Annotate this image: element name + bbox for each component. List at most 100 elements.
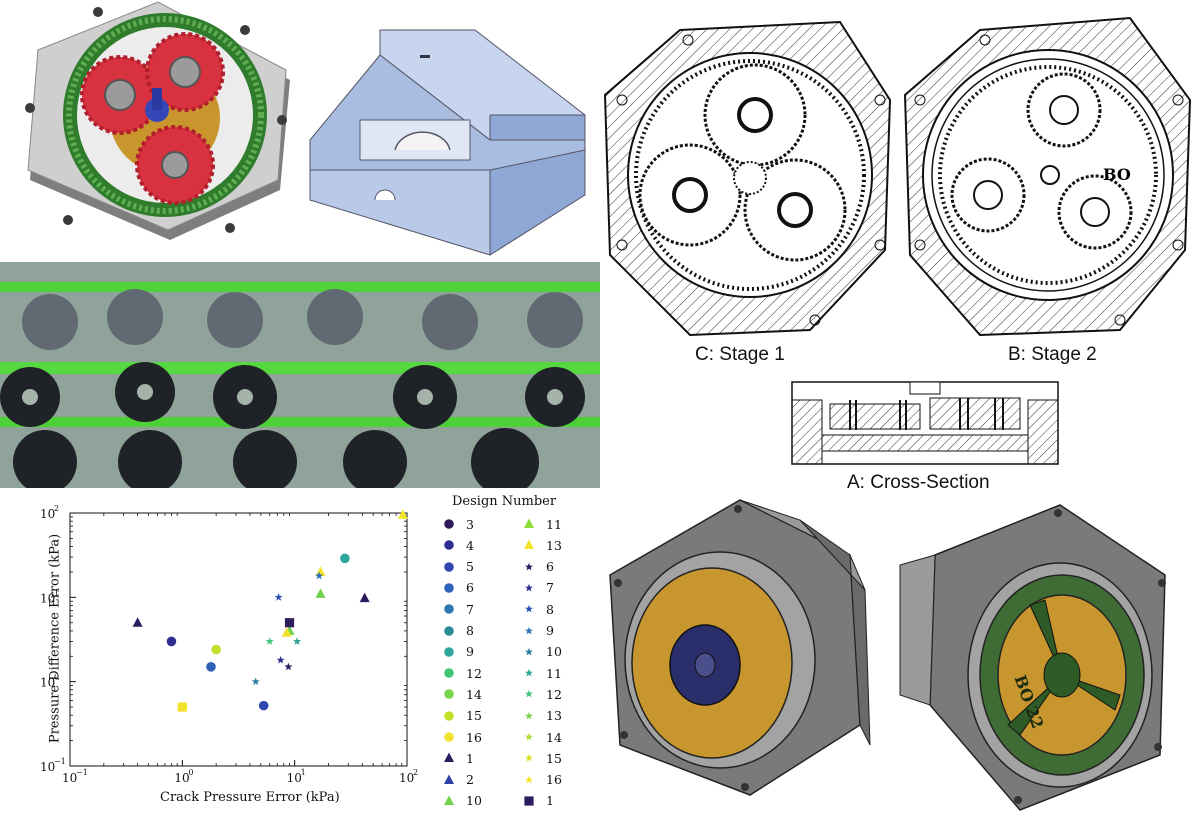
legend-marker — [444, 668, 454, 678]
legend-label: 15 — [466, 708, 482, 724]
gearbox-3d-render — [0, 0, 300, 262]
legend-marker — [525, 732, 533, 741]
data-point-triangle-1 — [359, 592, 370, 603]
x-tick-label: 10 — [62, 771, 77, 785]
legend-marker-shape — [444, 519, 454, 529]
legend-marker-shape — [525, 626, 533, 634]
legend-label: 2 — [466, 772, 474, 788]
legend-marker-shape — [525, 775, 533, 783]
data-point-square-1 — [284, 618, 295, 628]
legend-item-circle-3: 3 — [440, 514, 474, 534]
legend-marker — [524, 518, 534, 528]
legend-item-star-10: 10 — [520, 642, 562, 662]
legend-item-star-6: 6 — [520, 557, 554, 577]
legend-marker-shape — [444, 625, 454, 636]
legend-label: 9 — [466, 644, 474, 660]
legend-item-square-1: 1 — [520, 791, 554, 811]
legend-marker — [444, 752, 454, 763]
legend-item-circle-15: 15 — [440, 706, 482, 726]
legend-label: 12 — [466, 665, 482, 681]
data-point-circle-5 — [258, 700, 269, 711]
legend-marker-shape — [444, 561, 454, 572]
data-point-triangle-13 — [397, 509, 408, 519]
legend-marker — [444, 625, 454, 636]
legend-label: 7 — [466, 601, 474, 617]
legend-label: 13 — [546, 537, 562, 553]
legend-marker-shape — [524, 539, 534, 550]
legend-item-triangle-1: 1 — [440, 748, 474, 768]
legend-marker — [525, 583, 533, 592]
legend-label: 8 — [546, 601, 554, 617]
legend-item-star-9: 9 — [520, 621, 554, 641]
data-point-star-7 — [276, 655, 285, 664]
legend-marker — [525, 754, 533, 762]
legend-label: 11 — [546, 665, 562, 681]
legend-marker-shape — [444, 604, 454, 614]
legend-marker-shape — [444, 668, 454, 678]
y-tick-label: 10 — [40, 507, 55, 521]
legend-marker — [525, 562, 533, 570]
legend-item-star-13: 13 — [520, 706, 562, 726]
legend-label: 13 — [546, 708, 562, 724]
legend-label: 15 — [546, 750, 562, 766]
legend-marker-shape — [525, 583, 533, 592]
legend-item-star-14: 14 — [520, 727, 562, 747]
legend-label: 4 — [466, 537, 474, 553]
legend-marker — [444, 732, 454, 742]
legend-marker-shape — [525, 647, 533, 656]
legend-item-star-11: 11 — [520, 663, 562, 683]
legend-marker — [524, 796, 534, 806]
legend-marker — [524, 539, 534, 550]
legend-marker — [525, 626, 533, 634]
data-point-star-8 — [274, 593, 283, 601]
y-tick-label: 10 — [40, 591, 55, 605]
plot-frame — [69, 512, 408, 767]
legend-marker-shape — [444, 710, 454, 721]
data-point-star-12 — [265, 637, 274, 645]
legend-marker-shape — [444, 583, 454, 593]
legend-marker — [444, 646, 454, 657]
y-tick-label: 10 — [40, 760, 55, 774]
legend-marker — [444, 604, 454, 614]
data-point-circle-9 — [340, 553, 350, 564]
stage2-mark: BO — [1103, 165, 1131, 184]
legend-item-star-16: 16 — [520, 770, 562, 790]
data-point-triangle-13 — [315, 566, 326, 576]
legend-title: Design Number — [452, 494, 557, 509]
legend-marker-shape — [525, 562, 533, 570]
legend-item-circle-4: 4 — [440, 535, 474, 555]
data-point-star-11 — [293, 637, 302, 645]
legend-item-star-7: 7 — [520, 578, 554, 598]
legend-marker-shape — [444, 732, 454, 742]
printed-parts-photo — [0, 262, 600, 488]
data-point-triangle-1 — [132, 617, 143, 627]
legend-label: 11 — [546, 516, 562, 532]
legend-item-triangle-11: 11 — [520, 514, 562, 534]
y-tick-label: 10 — [40, 676, 55, 690]
legend-label: 6 — [546, 559, 554, 575]
legend-label: 10 — [466, 793, 482, 809]
legend-item-triangle-13: 13 — [520, 535, 562, 555]
x-tick-label: 10 — [174, 771, 189, 785]
legend-item-circle-8: 8 — [440, 621, 474, 641]
x-axis-label: Crack Pressure Error (kPa) — [160, 790, 340, 805]
legend-marker — [525, 647, 533, 656]
legend-marker-shape — [444, 795, 454, 805]
legend-marker — [444, 519, 454, 529]
data-point-square-2 — [177, 702, 187, 712]
legend-item-star-8: 8 — [520, 599, 554, 619]
legend-label: 7 — [546, 580, 554, 596]
legend-marker — [444, 583, 454, 593]
stage-drawings: BO C: Stage 1 B: Stage 2 A: Cross-Sectio… — [600, 0, 1200, 500]
data-point-star-9 — [315, 571, 324, 580]
legend-marker — [444, 795, 454, 805]
legend-label: 16 — [546, 772, 562, 788]
legend-marker — [444, 774, 454, 784]
slotted-block-render — [300, 0, 600, 262]
legend-marker-shape — [444, 689, 454, 700]
data-point-triangle-13 — [281, 627, 292, 637]
legend-label: 14 — [546, 729, 562, 745]
